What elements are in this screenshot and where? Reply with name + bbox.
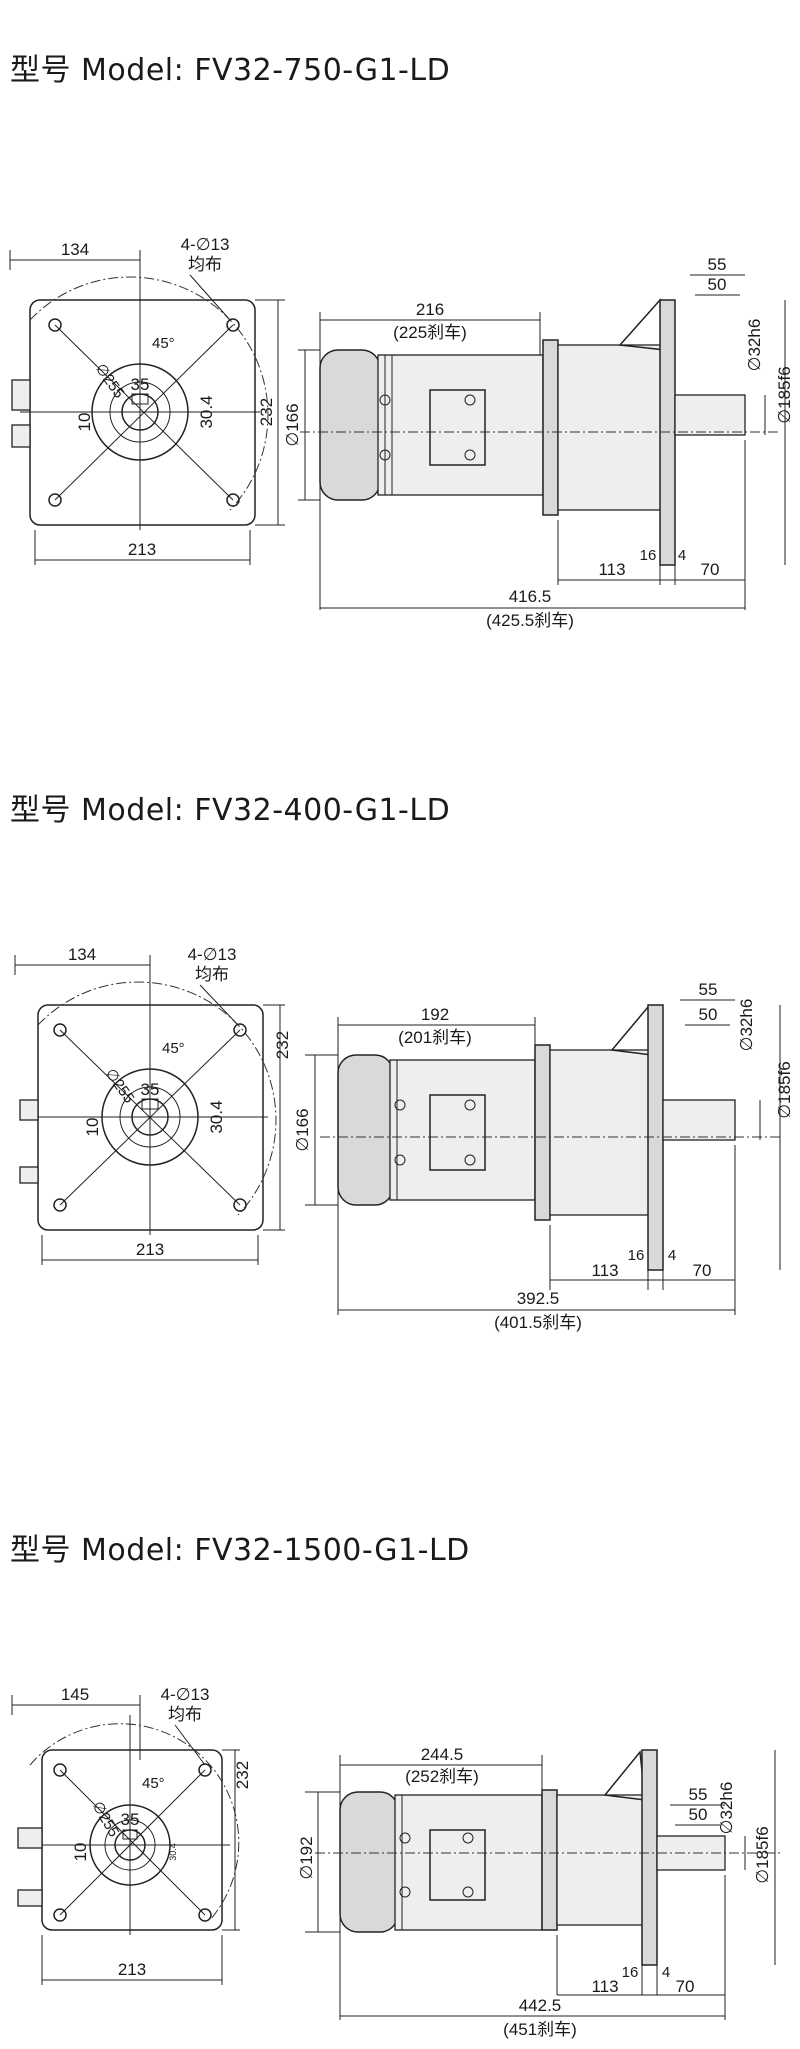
dim-shaft-len: 55 — [699, 980, 718, 999]
motor-cap — [337, 1054, 394, 1206]
dim-flange-dia: ∅185f6 — [775, 1061, 794, 1118]
dim-shaft-dia: ∅32h6 — [737, 999, 756, 1052]
dim-motor-length: 244.5 — [421, 1745, 464, 1764]
dim-motor-length-brake: (225刹车) — [393, 323, 467, 342]
output-shaft — [674, 394, 746, 436]
label-holes-note: 均布 — [195, 965, 229, 984]
dim-key-len: 50 — [708, 275, 727, 294]
front-view: 134 4-∅13 均布 ∅255 45° 10 35 30.4 232 213 — [9, 235, 285, 565]
dim-70: 70 — [676, 1977, 695, 1996]
label-angle: 45° — [162, 1040, 185, 1057]
pcd-circle — [29, 1723, 240, 1921]
dim-key-width: 10 — [71, 1843, 90, 1862]
dim-16: 16 — [622, 1964, 639, 1981]
dim-height: 232 — [233, 1761, 252, 1789]
dim-front-width: 134 — [61, 240, 89, 259]
dim-4: 4 — [662, 1964, 670, 1981]
dim-height: 232 — [257, 398, 276, 426]
dim-shaft: 35 — [141, 1080, 160, 1099]
dim-motor-length-brake: (252刹车) — [405, 1767, 479, 1786]
dim-key-height: 30.4 — [207, 1100, 226, 1133]
dim-total: 416.5 — [509, 587, 552, 606]
dim-total-brake: (401.5刹车) — [494, 1313, 582, 1332]
dim-key-height: 30.4 — [197, 395, 216, 428]
gear-ring — [542, 339, 559, 516]
label-holes-note: 均布 — [168, 1705, 202, 1724]
dim-height: 232 — [273, 1031, 292, 1059]
label-angle: 45° — [152, 335, 175, 352]
side-view: 244.5 (252刹车) ∅192 55 50 ∅32h6 ∅185f6 16… — [297, 1745, 780, 2039]
gear-ring — [541, 1789, 558, 1931]
label-holes: 4-∅13 — [181, 235, 230, 254]
label-holes: 4-∅13 — [188, 945, 237, 964]
front-view: 134 4-∅13 均布 ∅255 45° 10 35 30.4 232 213 — [14, 945, 292, 1265]
dim-113: 113 — [591, 1261, 618, 1280]
label-holes: 4-∅13 — [161, 1685, 210, 1704]
label-holes-note: 均布 — [188, 255, 222, 274]
label-pcd: ∅255 — [89, 1799, 123, 1840]
output-shaft — [662, 1099, 736, 1141]
dim-motor-dia: ∅166 — [293, 1108, 312, 1151]
dim-motor-length: 216 — [416, 300, 444, 319]
dim-key-len: 50 — [689, 1805, 708, 1824]
dim-motor-length-brake: (201刹车) — [398, 1028, 472, 1047]
dim-4: 4 — [678, 547, 686, 564]
gearbox — [549, 1049, 651, 1216]
front-view: 145 4-∅13 均布 ∅255 45° 10 35 30.4 232 213 — [11, 1685, 252, 1985]
gearbox — [557, 344, 664, 511]
drawing-block: 134 4-∅13 均布 ∅255 45° 10 35 30.4 232 213 — [0, 935, 800, 1335]
dim-total: 442.5 — [519, 1996, 562, 2015]
dim-16: 16 — [640, 547, 657, 564]
dim-113: 113 — [591, 1977, 618, 1996]
dim-70: 70 — [701, 560, 720, 579]
technical-drawing: 134 4-∅13 均布 ∅255 45° 10 35 30.4 232 213 — [14, 945, 794, 1332]
dim-flange-dia: ∅185f6 — [753, 1826, 772, 1883]
side-view: 192 (201刹车) ∅166 55 50 ∅32h6 ∅185f6 16 4… — [293, 980, 794, 1332]
motor-body — [389, 1059, 536, 1201]
motor-body — [377, 354, 544, 496]
dim-front-width: 134 — [68, 945, 96, 964]
label-angle: 45° — [142, 1775, 165, 1792]
dim-front-width: 145 — [61, 1685, 89, 1704]
gearbox — [556, 1794, 648, 1926]
dim-key-height: 30.4 — [168, 1843, 178, 1861]
model-title: 型号 Model: FV32-750-G1-LD — [10, 53, 451, 88]
dim-shaft-dia: ∅32h6 — [745, 319, 764, 372]
dim-shaft-dia: ∅32h6 — [717, 1782, 736, 1835]
dim-4: 4 — [668, 1247, 676, 1264]
dim-shaft-len: 55 — [708, 255, 727, 274]
technical-drawing: 145 4-∅13 均布 ∅255 45° 10 35 30.4 232 213 — [11, 1685, 780, 2039]
technical-drawing: 134 4-∅13 均布 ∅255 45° 10 35 30.4 232 213 — [9, 235, 794, 630]
dim-flange-dia: ∅185f6 — [775, 366, 794, 423]
gear-ring — [534, 1044, 551, 1221]
dim-base: 213 — [128, 540, 156, 559]
drawing-block: 134 4-∅13 均布 ∅255 45° 10 35 30.4 232 213 — [0, 230, 800, 630]
dim-motor-length: 192 — [421, 1005, 449, 1024]
dim-base: 213 — [136, 1240, 164, 1259]
motor-body — [394, 1794, 543, 1931]
dim-base: 213 — [118, 1960, 146, 1979]
flange — [641, 1749, 658, 1966]
dim-motor-dia: ∅166 — [283, 403, 302, 446]
dim-113: 113 — [598, 560, 625, 579]
dim-16: 16 — [628, 1247, 645, 1264]
dim-key-width: 10 — [83, 1118, 102, 1137]
dim-total: 392.5 — [517, 1289, 560, 1308]
motor-cap — [339, 1791, 399, 1933]
dim-shaft: 35 — [131, 375, 150, 394]
dim-key-len: 50 — [699, 1005, 718, 1024]
dim-shaft: 35 — [121, 1810, 140, 1829]
dim-total-brake: (451刹车) — [503, 2020, 577, 2039]
model-title: 型号 Model: FV32-1500-G1-LD — [10, 1533, 470, 1568]
dim-70: 70 — [693, 1261, 712, 1280]
front-square — [41, 1749, 223, 1931]
dim-motor-dia: ∅192 — [297, 1836, 316, 1879]
side-view: 216 (225刹车) ∅166 55 50 ∅32h6 ∅185f6 16 4 — [283, 255, 794, 630]
dim-key-width: 10 — [75, 413, 94, 432]
motor-cap — [319, 349, 381, 501]
dim-shaft-len: 55 — [689, 1785, 708, 1804]
dim-total-brake: (425.5刹车) — [486, 611, 574, 630]
drawing-block: 145 4-∅13 均布 ∅255 45° 10 35 30.4 232 213 — [0, 1640, 800, 2040]
model-title: 型号 Model: FV32-400-G1-LD — [10, 793, 451, 828]
